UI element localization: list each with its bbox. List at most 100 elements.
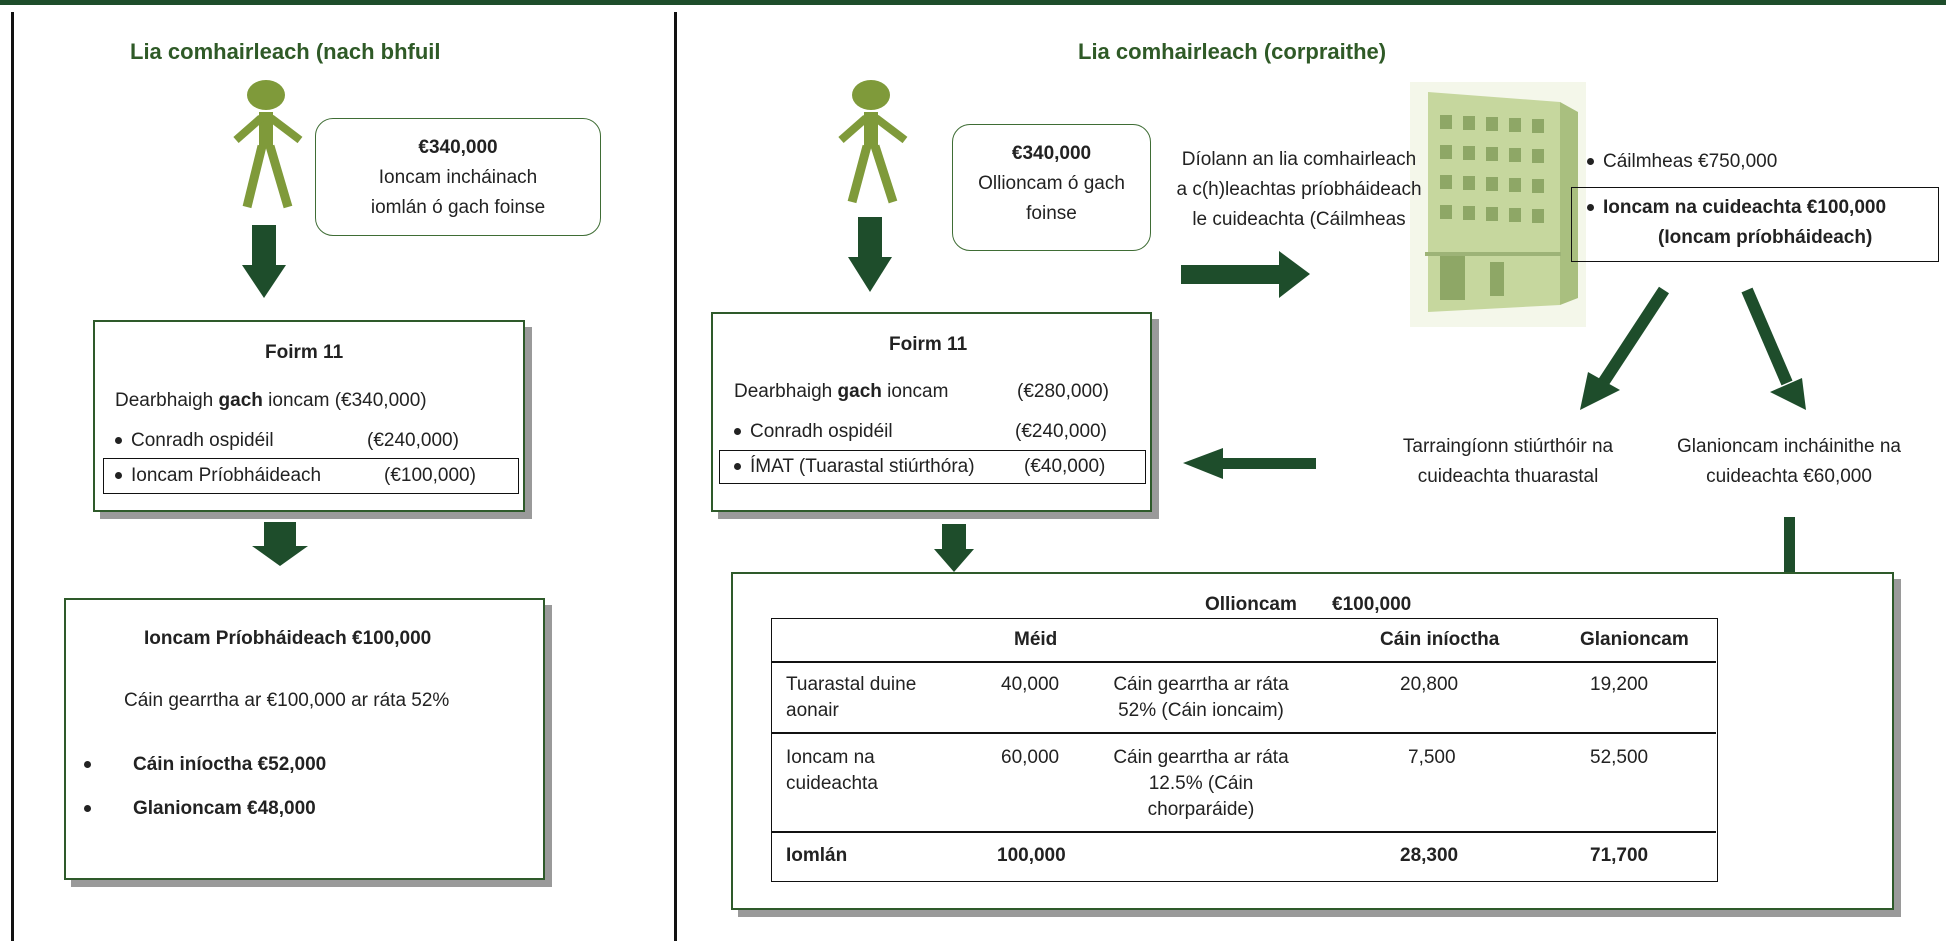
left-result-box: Ioncam Príobháideach €100,000 Cáin gearr… bbox=[64, 598, 545, 880]
right-income-box: €340,000 Ollioncam ó gach foinse bbox=[952, 124, 1151, 251]
company-income-highlight: Ioncam na cuideachta €100,000 (Ioncam pr… bbox=[1571, 187, 1939, 262]
header-net-income: Glanioncam bbox=[1580, 629, 1689, 650]
panel-divider bbox=[674, 12, 677, 941]
total-net: 71,700 bbox=[1590, 845, 1649, 866]
row2-amount: 60,000 bbox=[1001, 747, 1060, 768]
table-divider bbox=[772, 732, 1716, 734]
sells-line1: Díolann an lia comhairleach bbox=[1181, 149, 1417, 170]
right-form-item2: ÍMAT (Tuarastal stiúrthóra) bbox=[734, 456, 975, 478]
director-salary-text: Tarraingíonn stiúrthóir na cuideachta th… bbox=[1368, 432, 1648, 492]
bullet-icon bbox=[115, 437, 122, 445]
bullet-icon bbox=[115, 472, 122, 480]
left-form-box: Foirm 11 Dearbhaigh gach ioncam (€340,00… bbox=[93, 320, 525, 512]
left-declare-suffix: ioncam bbox=[262, 390, 330, 411]
right-declare-suffix: ioncam bbox=[881, 381, 949, 402]
left-result-tax-line: Cáin gearrtha ar €100,000 ar ráta 52% bbox=[124, 690, 450, 711]
right-form-item1: Conradh ospidéil bbox=[734, 421, 893, 443]
row2-desc: Cáin gearrtha ar ráta 12.5% (Cáin chorpará… bbox=[1096, 745, 1306, 823]
left-income-line2: iomlán ó gach foinse bbox=[370, 197, 546, 218]
right-declare-amount: (€280,000) bbox=[1017, 381, 1109, 402]
left-income-box: €340,000 Ioncam incháinach iomlán ó gach… bbox=[315, 118, 601, 236]
right-form-title: Foirm 11 bbox=[889, 334, 968, 355]
left-edge-divider bbox=[11, 12, 14, 941]
row1-tax: 20,800 bbox=[1400, 674, 1459, 695]
row2-label-line2: cuideachta bbox=[786, 773, 878, 794]
bullet-icon bbox=[734, 463, 741, 471]
table-divider bbox=[772, 831, 1716, 833]
sells-practice-text: Díolann an lia comhairleach a c(h)leacht… bbox=[1158, 145, 1440, 235]
net-income-line2: cuideachta €60,000 bbox=[1706, 466, 1872, 487]
left-declare-amount: (€340,000) bbox=[334, 390, 427, 411]
left-bullet2-text: Glanioncam €48,000 bbox=[133, 798, 316, 819]
left-declare-bold: gach bbox=[218, 390, 263, 411]
right-result-box: Ollioncam €100,000 Méid Cáin iníoctha Gl… bbox=[731, 572, 1894, 910]
left-form-declare: Dearbhaigh gach ioncam (€340,000) bbox=[115, 390, 427, 412]
row2-desc-line3: chorparáide) bbox=[1147, 799, 1255, 820]
company-income-line2: (Ioncam príobháideach) bbox=[1658, 227, 1873, 248]
right-form-declare: Dearbhaigh gach ioncam bbox=[734, 381, 948, 403]
header-tax-payable: Cáin iníoctha bbox=[1380, 629, 1500, 650]
left-form-item2-highlight: Ioncam Príobháideach (€100,000) bbox=[103, 458, 519, 494]
total-tax: 28,300 bbox=[1400, 845, 1459, 866]
left-income-line1: Ioncam incháinach bbox=[378, 167, 538, 188]
left-form-title: Foirm 11 bbox=[265, 342, 344, 363]
row2-label-line1: Ioncam na bbox=[786, 747, 875, 768]
total-label: Iomlán bbox=[786, 845, 848, 866]
bullet-icon bbox=[1587, 158, 1594, 166]
table-caption-amount: €100,000 bbox=[1332, 594, 1412, 615]
left-item2-amount: (€100,000) bbox=[384, 465, 476, 486]
sells-line3: le cuideachta (Cáilmheas bbox=[1192, 209, 1406, 230]
results-table: Méid Cáin iníoctha Glanioncam Tuarastal … bbox=[771, 618, 1718, 882]
row2-net: 52,500 bbox=[1590, 747, 1649, 768]
office-building-image bbox=[1410, 82, 1586, 327]
left-item2-label: Ioncam Príobháideach bbox=[131, 465, 322, 486]
row1-amount: 40,000 bbox=[1001, 674, 1060, 695]
bullet-icon bbox=[734, 428, 741, 436]
total-amount: 100,000 bbox=[997, 845, 1066, 866]
right-form-item2-highlight: ÍMAT (Tuarastal stiúrthóra) (€40,000) bbox=[719, 450, 1146, 484]
left-result-bullet2: Glanioncam €48,000 bbox=[84, 798, 316, 820]
left-bullet1-text: Cáin iníoctha €52,000 bbox=[133, 754, 327, 775]
right-income-line1: Ollioncam ó gach bbox=[978, 173, 1125, 194]
right-declare-bold: gach bbox=[837, 381, 882, 402]
right-form-box: Foirm 11 Dearbhaigh gach ioncam (€280,00… bbox=[711, 312, 1152, 512]
row1-desc-line2: 52% (Cáin ioncaim) bbox=[1118, 700, 1284, 721]
row2-tax: 7,500 bbox=[1408, 747, 1456, 768]
left-form-item1: Conradh ospidéil bbox=[115, 430, 274, 452]
person-icon-right bbox=[838, 80, 908, 204]
left-result-bullet1: Cáin iníoctha €52,000 bbox=[84, 754, 326, 776]
net-taxable-income-text: Glanioncam incháinithe na cuideachta €60… bbox=[1650, 432, 1928, 492]
row1-desc: Cáin gearrtha ar ráta 52% (Cáin ioncaim) bbox=[1096, 672, 1306, 724]
goodwill-line: Cáilmheas €750,000 bbox=[1587, 151, 1777, 173]
right-declare-prefix: Dearbhaigh bbox=[734, 381, 838, 402]
header-amount: Méid bbox=[1014, 629, 1058, 650]
row1-net: 19,200 bbox=[1590, 674, 1649, 695]
table-caption-label: Ollioncam bbox=[1205, 594, 1297, 615]
right-item2-amount: (€40,000) bbox=[1024, 456, 1106, 477]
right-item1-label: Conradh ospidéil bbox=[750, 421, 893, 442]
company-income-text: Ioncam na cuideachta €100,000 bbox=[1603, 197, 1887, 218]
row1-label-line1: Tuarastal duine bbox=[786, 674, 917, 695]
director-line2: cuideachta thuarastal bbox=[1417, 466, 1599, 487]
row2-desc-line1: Cáin gearrtha ar ráta bbox=[1113, 747, 1289, 768]
sells-line2: a c(h)leachtas príobháideach bbox=[1176, 179, 1422, 200]
right-item1-amount: (€240,000) bbox=[1015, 421, 1107, 442]
top-border bbox=[0, 0, 1946, 5]
left-form-item2: Ioncam Príobháideach bbox=[115, 465, 321, 487]
row2-desc-line2: 12.5% (Cáin bbox=[1148, 773, 1254, 794]
bullet-icon bbox=[84, 761, 91, 769]
left-income-amount: €340,000 bbox=[418, 137, 498, 158]
row1-desc-line1: Cáin gearrtha ar ráta bbox=[1113, 674, 1289, 695]
left-panel-title: Lia comhairleach (nach bhfuil bbox=[130, 39, 441, 64]
director-line1: Tarraingíonn stiúrthóir na bbox=[1402, 436, 1614, 457]
net-income-line1: Glanioncam incháinithe na bbox=[1677, 436, 1901, 457]
left-item1-amount: (€240,000) bbox=[367, 430, 459, 451]
person-icon-left bbox=[233, 80, 303, 209]
table-divider bbox=[772, 661, 1716, 663]
left-result-title: Ioncam Príobháideach €100,000 bbox=[144, 628, 432, 649]
company-income-line1: Ioncam na cuideachta €100,000 bbox=[1587, 197, 1886, 219]
goodwill-text: Cáilmheas €750,000 bbox=[1603, 151, 1778, 172]
row2-label: Ioncam na cuideachta bbox=[786, 745, 878, 797]
left-item1-label: Conradh ospidéil bbox=[131, 430, 274, 451]
